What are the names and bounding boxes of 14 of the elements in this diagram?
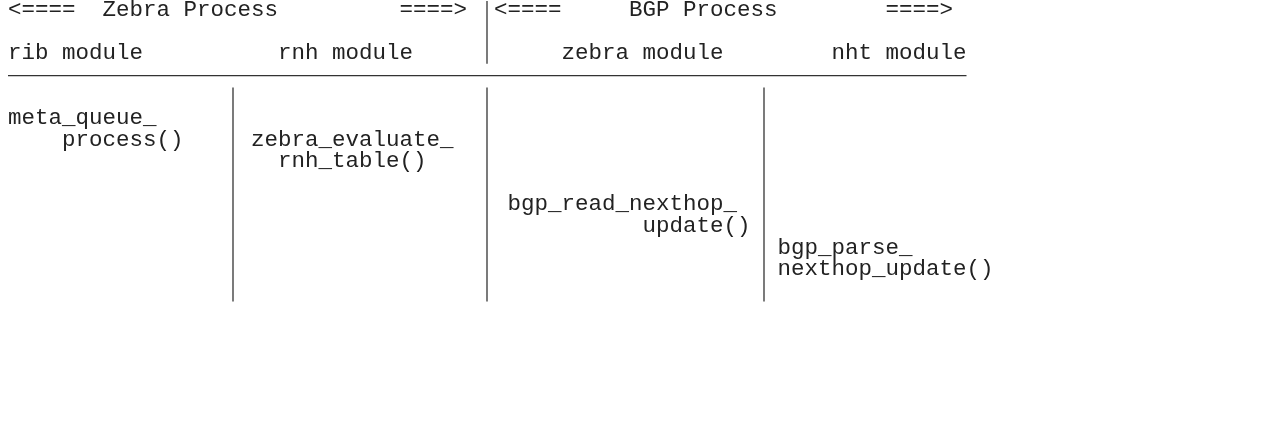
arrow-text: ====> (399, 0, 467, 22)
arrow-text: ====> (885, 0, 953, 22)
column-heading: rib module (8, 43, 144, 65)
column-heading: zebra module (561, 43, 724, 65)
column-heading: nht module (831, 43, 967, 65)
function-name: bgp_parse_ nexthop_update() (777, 237, 995, 281)
function-name: zebra_evaluate_ rnh_table() (251, 129, 455, 173)
arrow-text: <==== (494, 0, 562, 22)
column-heading: rnh module (278, 43, 414, 65)
process-heading: BGP Process (629, 0, 778, 22)
function-name: meta_queue_ process() (8, 108, 184, 152)
arrow-text: <==== (8, 0, 76, 22)
function-name: bgp_read_nexthop_ update() (507, 194, 752, 238)
process-heading: Zebra Process (102, 0, 279, 22)
